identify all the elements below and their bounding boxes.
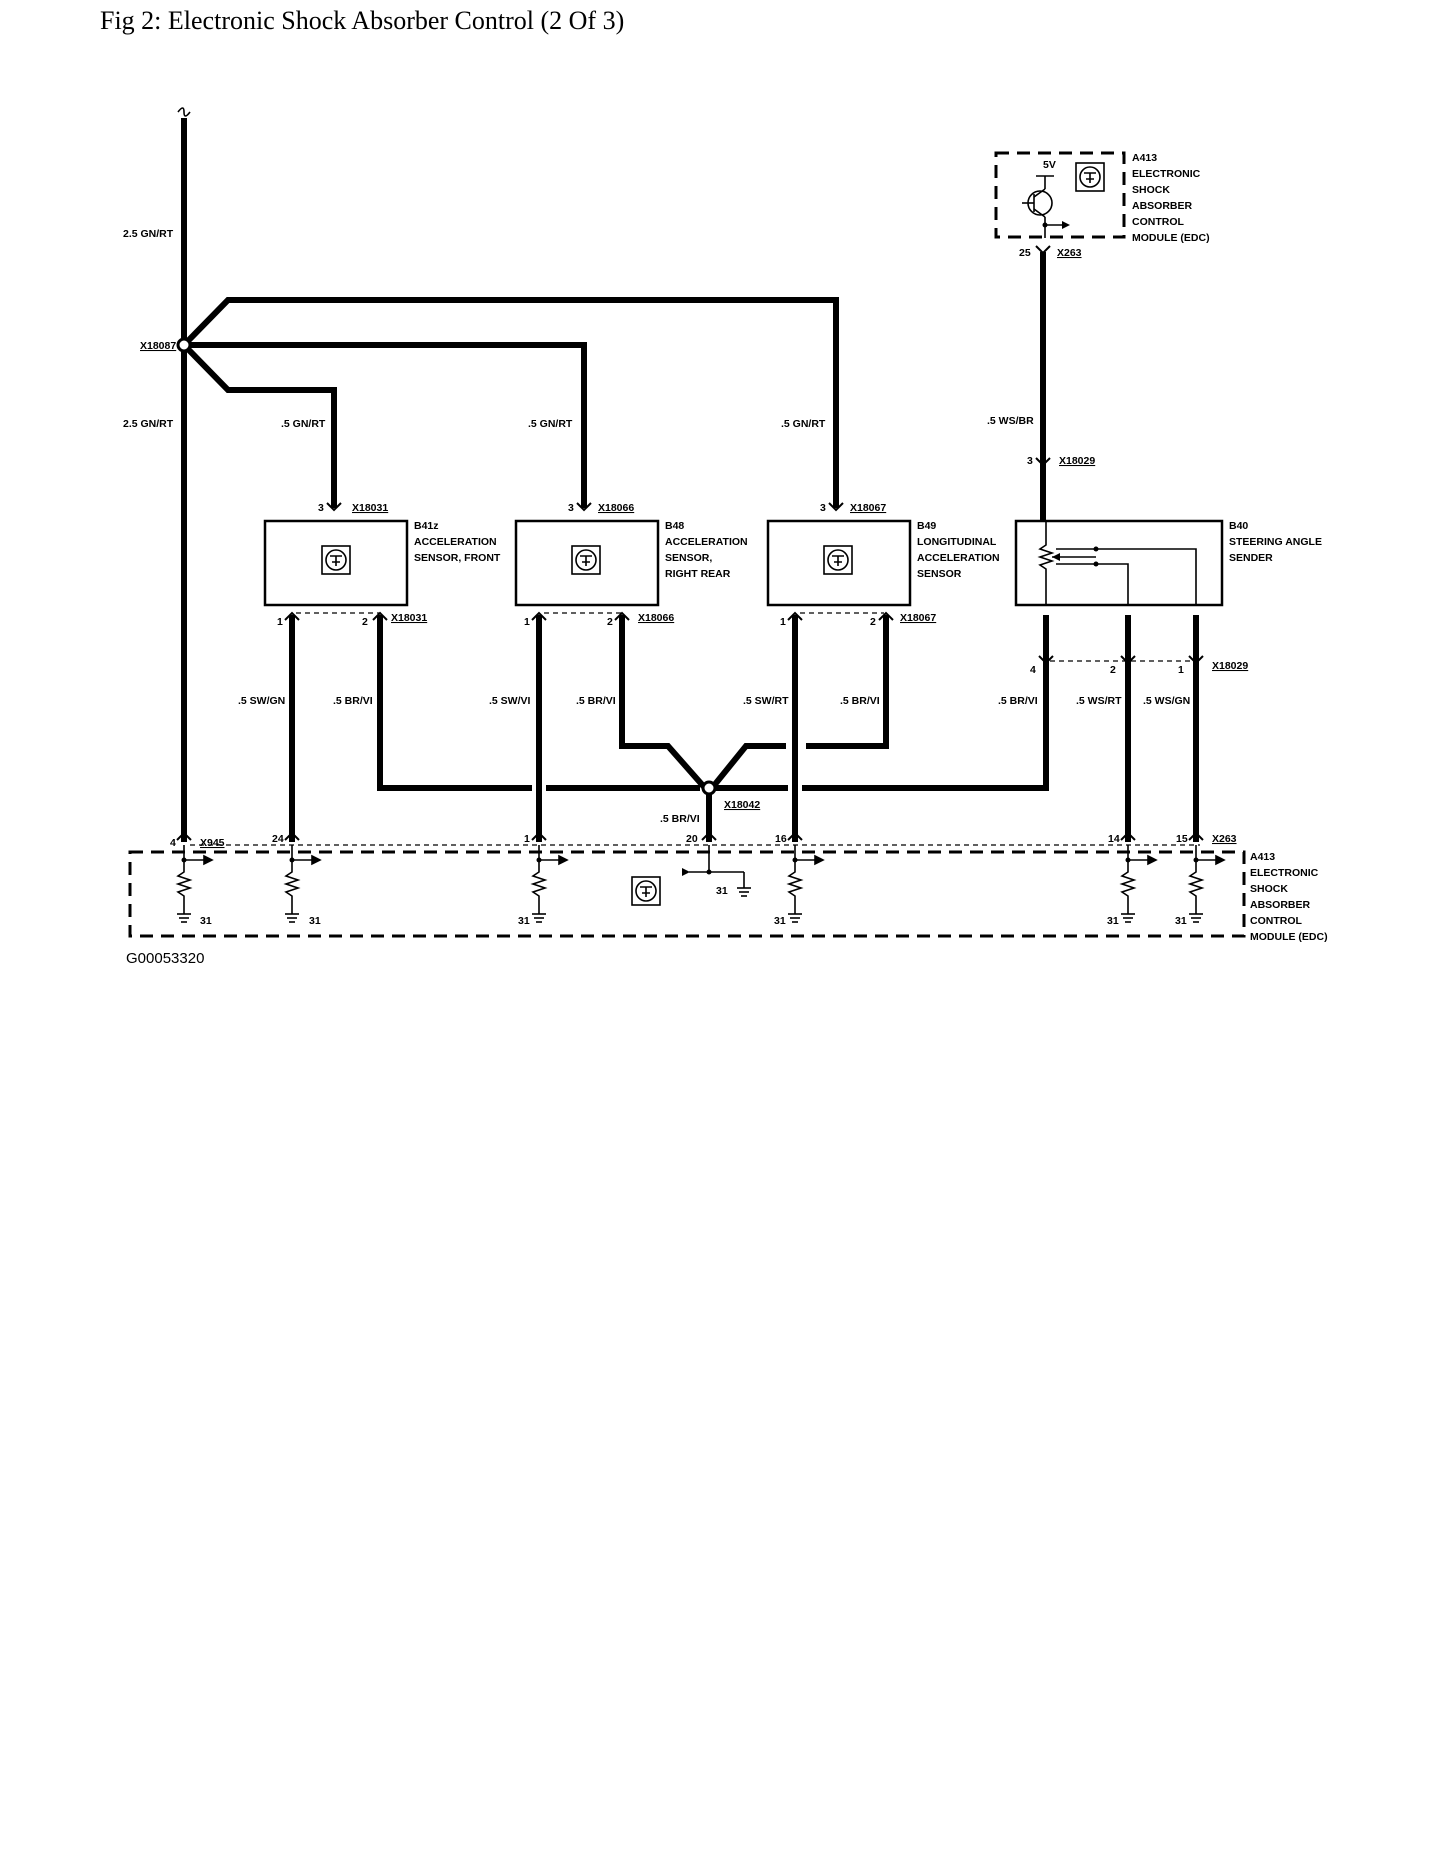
supply-voltage-label: 5V — [1043, 159, 1056, 171]
b48-line-1: B48 — [665, 520, 684, 532]
edc-bottom-pin-20: 20 — [686, 833, 698, 845]
sensor-b41z: B41z ACCELERATION SENSOR, FRONT 3 X18031… — [263, 502, 501, 628]
wire-label-br-vi-3: .5 BR/VI — [840, 695, 880, 707]
wiring-diagram: 5V A413 ELECTRONIC SHOCK ABSORBER CONTRO… — [123, 107, 1328, 967]
wire-label-feed-b48: .5 GN/RT — [528, 418, 573, 430]
b48-line-3: SENSOR, — [665, 552, 712, 564]
b48-pin-b: 2 — [607, 616, 613, 628]
splice-main-label: X18087 — [140, 340, 176, 352]
signal-wires — [289, 615, 1199, 842]
b40-pin-b: 2 — [1110, 664, 1116, 676]
b40-line-2: STEERING ANGLE — [1229, 536, 1322, 548]
wire-label-main-upper: 2.5 GN/RT — [123, 228, 174, 240]
b40-pin-c: 1 — [1178, 664, 1184, 676]
edc-bottom-ground-b: 31 — [309, 915, 321, 927]
sensor-b48: B48 ACCELERATION SENSOR, RIGHT REAR 3 X1… — [514, 502, 748, 628]
b40-connector-bottom: X18029 — [1212, 660, 1248, 672]
sensor-b49: B49 LONGITUDINAL ACCELERATION SENSOR 3 X… — [766, 502, 1000, 628]
edc-bottom-ground-c: 31 — [518, 915, 530, 927]
edc-top-connector: X263 — [1057, 247, 1082, 259]
b41z-connector-bottom: X18031 — [391, 612, 427, 624]
b49-connector-top: X18067 — [850, 502, 886, 514]
wire-label-sw-rt: .5 SW/RT — [743, 695, 789, 707]
b48-connector-top: X18066 — [598, 502, 634, 514]
edc-bottom-connector-left: X945 — [200, 837, 225, 849]
edc-top-pin: 25 — [1019, 247, 1031, 259]
b49-line-1: B49 — [917, 520, 936, 532]
wire-label-feed-b49: .5 GN/RT — [781, 418, 826, 430]
edc-top-line-5: CONTROL — [1132, 216, 1184, 228]
b41z-line-3: SENSOR, FRONT — [414, 552, 501, 564]
wire-label-br-vi-4: .5 BR/VI — [998, 695, 1038, 707]
b41z-line-2: ACCELERATION — [414, 536, 497, 548]
edc-bottom-line-4: ABSORBER — [1250, 899, 1311, 911]
b48-pin-top: 3 — [568, 502, 574, 514]
wire-label-ws-rt: .5 WS/RT — [1076, 695, 1122, 707]
b48-line-2: ACCELERATION — [665, 536, 748, 548]
b41z-line-1: B41z — [414, 520, 439, 532]
edc-module-top: 5V A413 ELECTRONIC SHOCK ABSORBER CONTRO… — [994, 151, 1210, 259]
edc-bottom-line-2: ELECTRONIC — [1250, 867, 1319, 879]
wire-label-ws-br: .5 WS/BR — [987, 415, 1034, 427]
b49-pin-top: 3 — [820, 502, 826, 514]
figure-id: G00053320 — [126, 950, 204, 967]
edc-bottom-ground-f: 31 — [1175, 915, 1187, 927]
edc-bottom-ground-e: 31 — [1107, 915, 1119, 927]
b49-connector-bottom: X18067 — [900, 612, 936, 624]
wire-label-feed-b41z: .5 GN/RT — [281, 418, 326, 430]
sender-b40: B40 STEERING ANGLE SENDER 4 2 1 X18029 — [1014, 519, 1322, 676]
b41z-connector-top: X18031 — [352, 502, 388, 514]
edc-bottom-line-1: A413 — [1250, 851, 1275, 863]
edc-bottom-pin-1: 1 — [524, 833, 530, 845]
b49-line-3: ACCELERATION — [917, 552, 1000, 564]
wire-label-br-vi-1: .5 BR/VI — [333, 695, 373, 707]
b41z-pin-a: 1 — [277, 616, 283, 628]
wire-label-main-lower: 2.5 GN/RT — [123, 418, 174, 430]
b41z-pin-top: 3 — [318, 502, 324, 514]
b40-connector-top: X18029 — [1059, 455, 1095, 467]
edc-bottom-pin-14: 14 — [1108, 833, 1120, 845]
edc-top-line-6: MODULE (EDC) — [1132, 232, 1210, 244]
wire-label-sw-gn: .5 SW/GN — [238, 695, 285, 707]
b48-line-4: RIGHT REAR — [665, 568, 731, 580]
b49-pin-a: 1 — [780, 616, 786, 628]
b41z-pin-b: 2 — [362, 616, 368, 628]
edc-bottom-ground-a: 31 — [200, 915, 212, 927]
edc-top-line-4: ABSORBER — [1132, 200, 1193, 212]
edc-module-bottom: 4 X945 24 1 20 16 14 15 X263 A413 ELECTR… — [128, 833, 1328, 943]
splice-ground-label: X18042 — [724, 799, 760, 811]
b40-line-3: SENDER — [1229, 552, 1273, 564]
edc-bottom-pin-4: 4 — [170, 837, 176, 849]
b49-pin-b: 2 — [870, 616, 876, 628]
edc-bottom-ground-d: 31 — [774, 915, 786, 927]
b40-pin-a: 4 — [1030, 664, 1036, 676]
edc-bottom-line-5: CONTROL — [1250, 915, 1302, 927]
wire-label-ws-gn: .5 WS/GN — [1143, 695, 1190, 707]
connector-markers — [176, 245, 1204, 841]
edc-top-line-2: ELECTRONIC — [1132, 168, 1201, 180]
wire-label-br-vi-2: .5 BR/VI — [576, 695, 616, 707]
b40-line-1: B40 — [1229, 520, 1248, 532]
edc-bottom-line-3: SHOCK — [1250, 883, 1288, 895]
b48-pin-a: 1 — [524, 616, 530, 628]
b49-line-2: LONGITUDINAL — [917, 536, 997, 548]
b48-connector-bottom: X18066 — [638, 612, 674, 624]
edc-bottom-pin-15: 15 — [1176, 833, 1188, 845]
edc-top-line-1: A413 — [1132, 152, 1157, 164]
b49-line-4: SENSOR — [917, 568, 962, 580]
edc-bottom-pin-24: 24 — [272, 833, 284, 845]
edc-bottom-line-6: MODULE (EDC) — [1250, 931, 1328, 943]
b40-pin-top: 3 — [1027, 455, 1033, 467]
edc-bottom-ground-20: 31 — [716, 885, 728, 897]
edc-bottom-pin-16: 16 — [775, 833, 787, 845]
page-title: Fig 2: Electronic Shock Absorber Control… — [100, 6, 625, 35]
wire-label-br-vi-5: .5 BR/VI — [660, 813, 700, 825]
wire-label-sw-vi: .5 SW/VI — [489, 695, 531, 707]
edc-bottom-connector-right: X263 — [1212, 833, 1237, 845]
main-feed-wires — [176, 107, 839, 842]
edc-top-line-3: SHOCK — [1132, 184, 1170, 196]
